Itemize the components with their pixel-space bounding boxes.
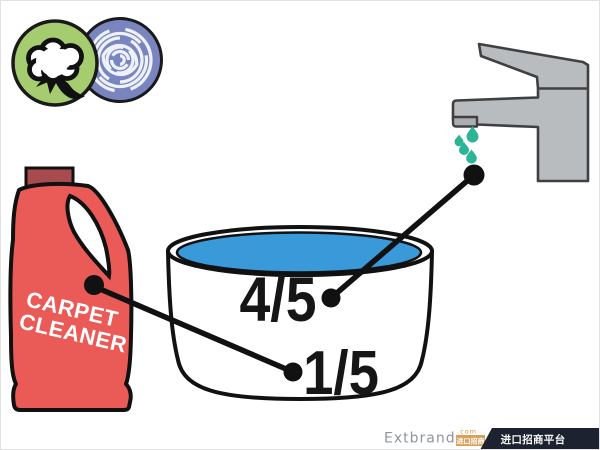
water-drops [454,126,479,164]
bowl [165,225,435,402]
water-fraction-label: 4/5 [239,264,316,335]
watermark: Extbrand .com 进口招商 进口招商平台 [384,428,600,450]
carpet-cleaner-bottle: CARPET CLEANER [8,166,134,412]
watermark-box-text: 进口招商 [457,437,485,446]
watermark-brand: Extbrand [384,431,456,447]
connector-lines [91,172,476,375]
cleaner-fraction-label: 1/5 [303,339,379,408]
wool-icon [77,17,163,103]
banner-text: 进口招商平台 [501,433,566,446]
cotton-icon [11,19,99,107]
water-surface [175,231,423,274]
faucet-icon [451,42,590,183]
connector-dots [84,164,485,382]
watermark-domain: .com [457,428,477,436]
